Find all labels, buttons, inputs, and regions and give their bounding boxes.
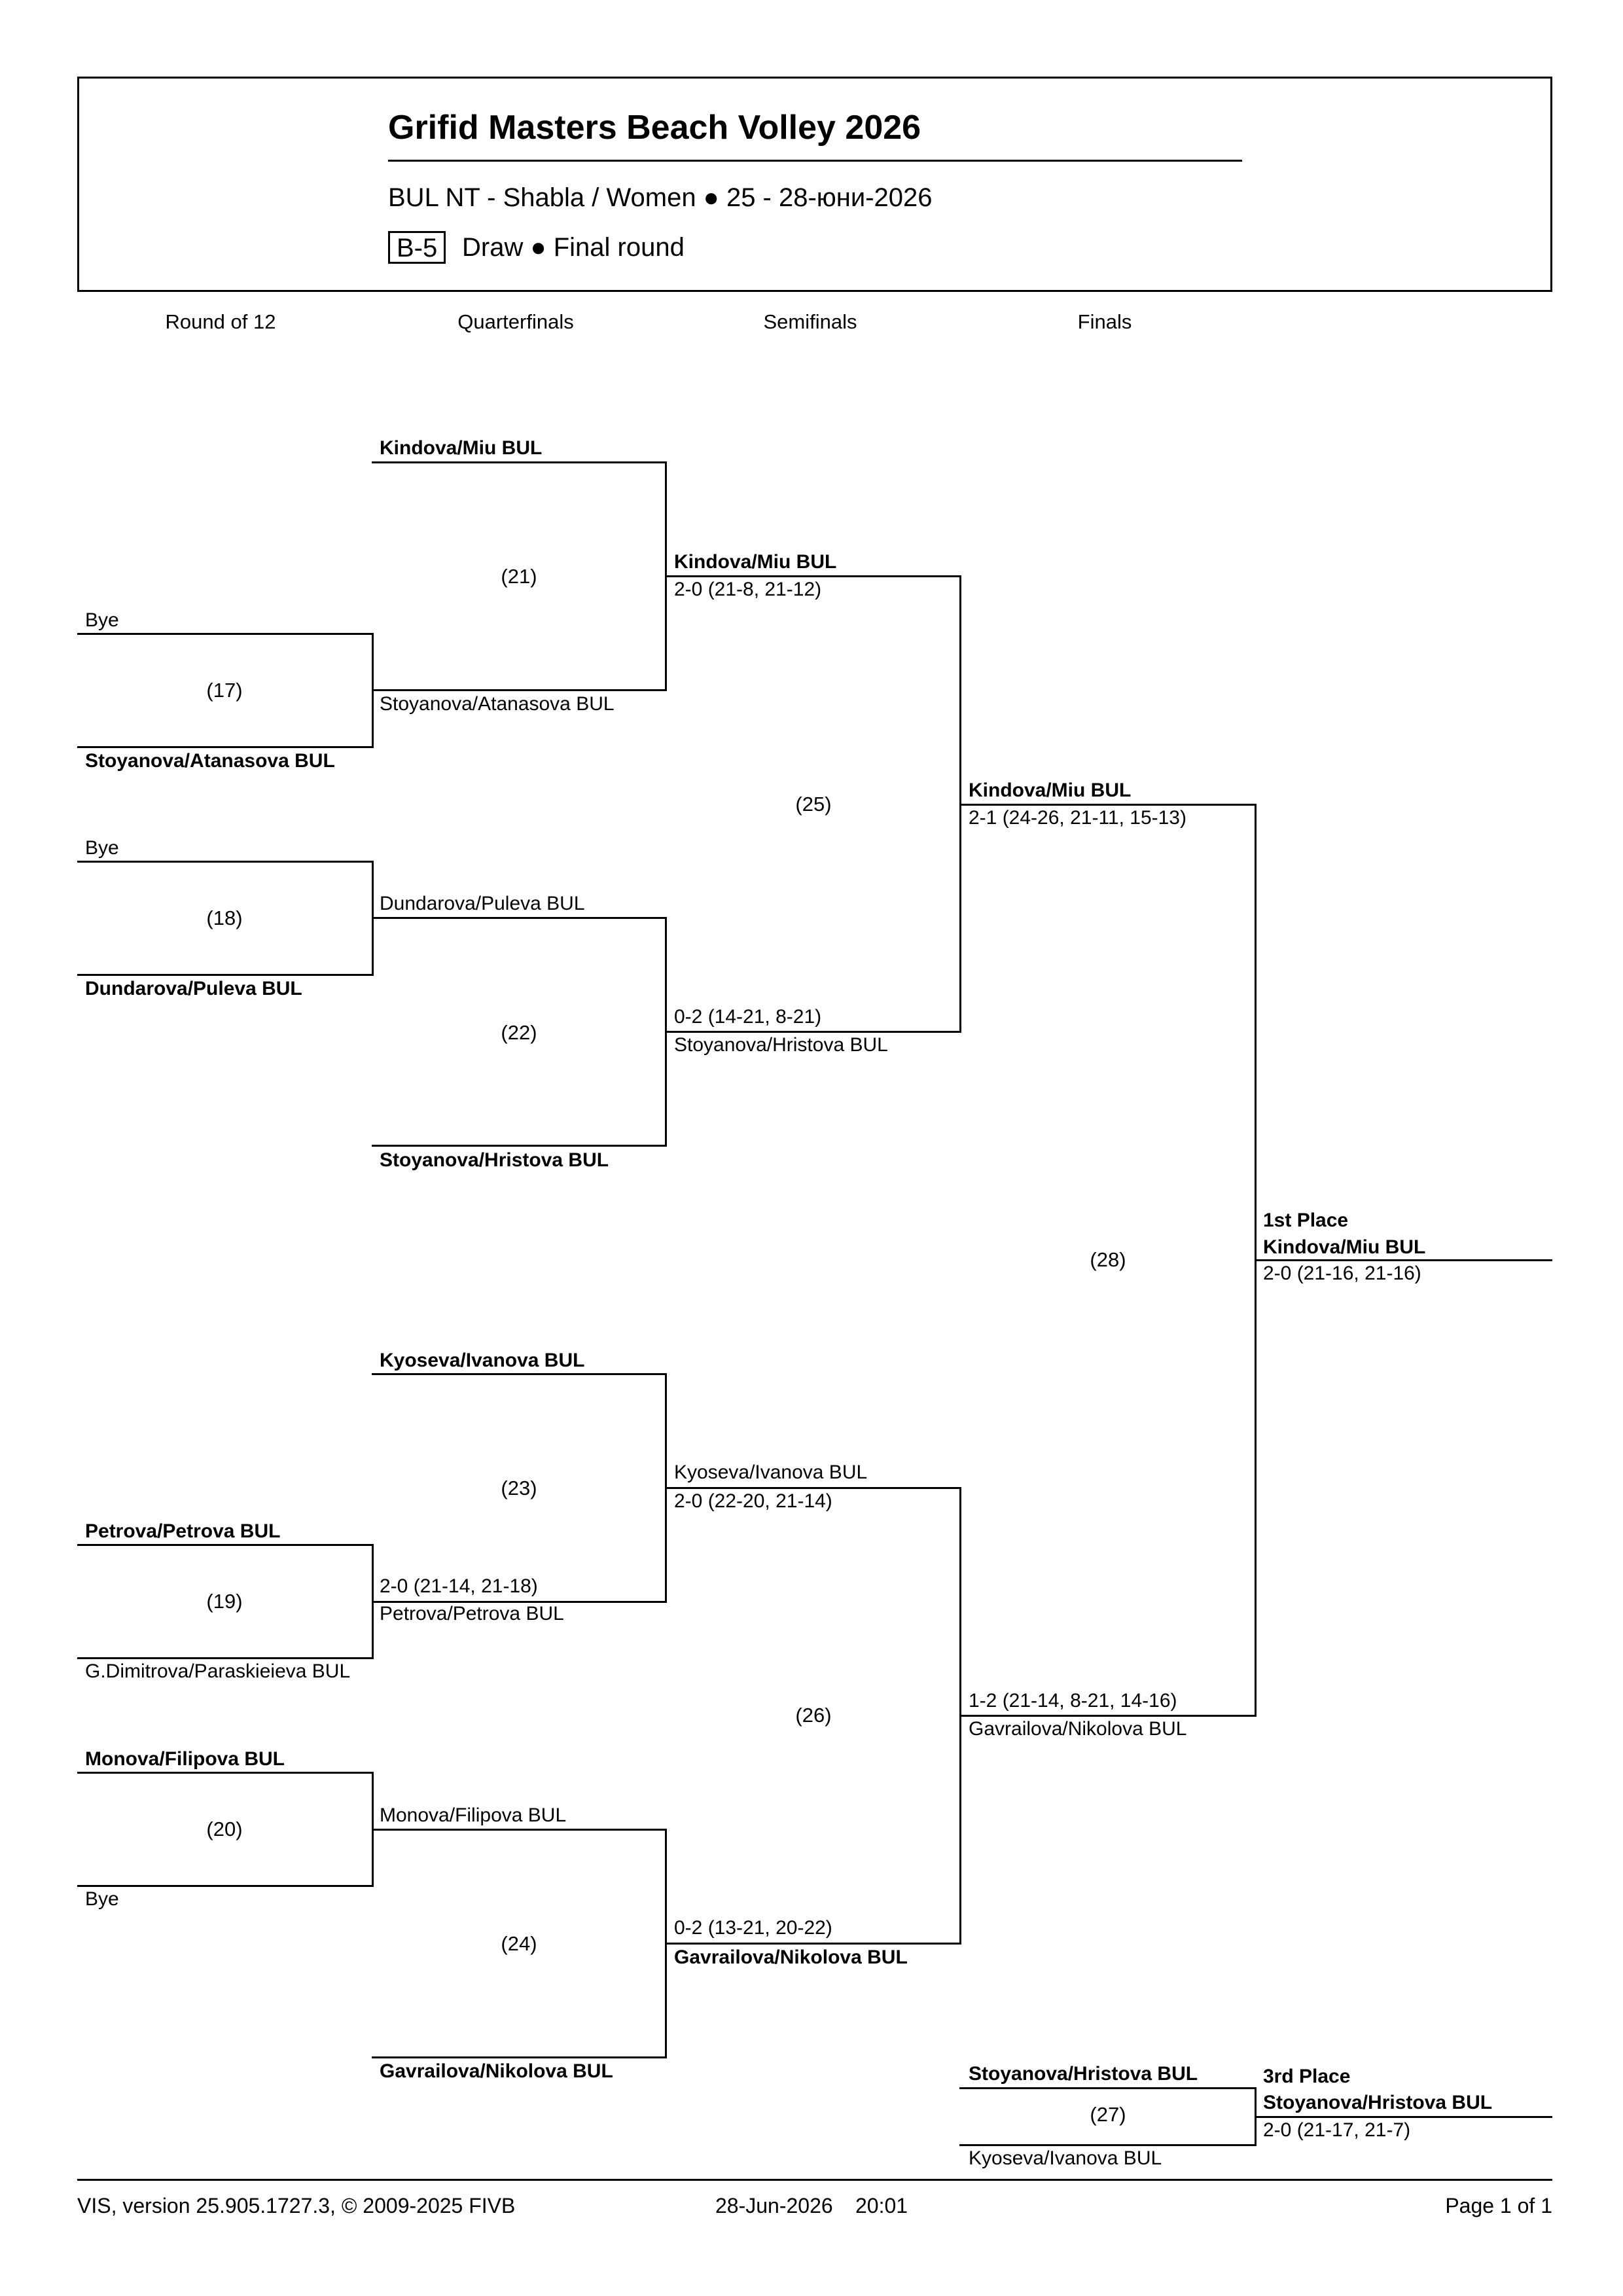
third-place-label: 3rd Place <box>1263 2066 1351 2087</box>
m19-bottom-team: G.Dimitrova/Paraskieieva BUL <box>85 1660 351 1682</box>
round-header-quarterfinals: Quarterfinals <box>457 310 574 333</box>
m20-bottom-team: Bye <box>85 1888 119 1910</box>
m20-bottom-line <box>77 1885 374 1887</box>
m21-top-team: Kindova/Miu BUL <box>380 437 543 459</box>
m24-bottom-team: Gavrailova/Nikolova BUL <box>380 2060 613 2082</box>
m24-bottom-line <box>372 2056 667 2058</box>
m21-bottom-line <box>372 689 667 691</box>
tournament-title: Grifid Masters Beach Volley 2026 <box>388 109 921 147</box>
m27-bottom-team: Kyoseva/Ivanova BUL <box>969 2147 1162 2169</box>
m21-top-line <box>372 461 667 463</box>
m18-top-team: Bye <box>85 837 119 859</box>
footer-page: Page 1 of 1 <box>1445 2194 1552 2217</box>
m18-number: (18) <box>206 906 243 929</box>
m18-top-line <box>77 861 374 863</box>
third-place-line <box>1255 2116 1552 2118</box>
m25-top-score: 2-0 (21-8, 21-12) <box>674 579 822 600</box>
m26-bottom-line <box>665 1943 961 1945</box>
m23-number: (23) <box>501 1477 537 1499</box>
m27-bottom-line <box>959 2144 1257 2146</box>
m27-top-line <box>959 2087 1257 2089</box>
m28-bottom-line <box>959 1715 1257 1717</box>
m17-bottom-line <box>77 746 374 748</box>
m28-bottom-score: 1-2 (21-14, 8-21, 14-16) <box>969 1690 1177 1712</box>
m27-number: (27) <box>1090 2103 1126 2126</box>
m26-top-score: 2-0 (22-20, 21-14) <box>674 1490 832 1512</box>
m24-top-line <box>372 1829 667 1831</box>
m25-top-team: Kindova/Miu BUL <box>674 551 837 573</box>
m20-number: (20) <box>206 1818 243 1840</box>
draw-code-badge: B-5 <box>388 231 446 264</box>
m25-number: (25) <box>795 793 832 816</box>
m23-bottom-team: Petrova/Petrova BUL <box>380 1603 564 1624</box>
header-box <box>77 77 1552 292</box>
first-place-score: 2-0 (21-16, 21-16) <box>1263 1263 1421 1284</box>
m19-number: (19) <box>206 1590 243 1613</box>
m28-number: (28) <box>1090 1248 1126 1271</box>
m25-bottom-score: 0-2 (14-21, 8-21) <box>674 1006 822 1028</box>
m20-top-line <box>77 1772 374 1774</box>
m21-number: (21) <box>501 565 537 588</box>
footer-time: 20:01 <box>855 2194 908 2217</box>
m17-number: (17) <box>206 679 243 702</box>
m20-top-team: Monova/Filipova BUL <box>85 1748 285 1770</box>
m22-bottom-team: Stoyanova/Hristova BUL <box>380 1149 609 1171</box>
m24-top-team: Monova/Filipova BUL <box>380 1804 567 1826</box>
round-header-round-of-12: Round of 12 <box>165 310 276 333</box>
m28-bottom-team: Gavrailova/Nikolova BUL <box>969 1718 1187 1740</box>
m23-top-line <box>372 1373 667 1375</box>
first-place-team: Kindova/Miu BUL <box>1263 1236 1426 1258</box>
third-place-team: Stoyanova/Hristova BUL <box>1263 2092 1493 2113</box>
tournament-subtitle: BUL NT - Shabla / Women ● 25 - 28-юни-20… <box>388 183 933 212</box>
m28-top-score: 2-1 (24-26, 21-11, 15-13) <box>969 807 1186 829</box>
m27-top-team: Stoyanova/Hristova BUL <box>969 2063 1198 2085</box>
m19-bottom-line <box>77 1657 374 1659</box>
m23-score: 2-0 (21-14, 21-18) <box>380 1575 538 1597</box>
m25-bottom-line <box>665 1031 961 1033</box>
m25-bottom-team: Stoyanova/Hristova BUL <box>674 1034 888 1056</box>
m22-top-line <box>372 917 667 919</box>
footer-rule <box>77 2179 1552 2181</box>
first-place-line <box>1255 1259 1552 1261</box>
m17-top-line <box>77 633 374 635</box>
footer-version: VIS, version 25.905.1727.3, © 2009-2025 … <box>77 2194 516 2217</box>
third-place-score: 2-0 (21-17, 21-7) <box>1263 2119 1411 2141</box>
m23-bottom-line <box>372 1601 667 1603</box>
footer-date: 28-Jun-2026 <box>715 2194 833 2217</box>
m26-bottom-team: Gavrailova/Nikolova BUL <box>674 1946 908 1968</box>
m22-top-team: Dundarova/Puleva BUL <box>380 893 585 914</box>
m28-top-team: Kindova/Miu BUL <box>969 780 1132 801</box>
m18-bottom-team: Dundarova/Puleva BUL <box>85 978 302 999</box>
m17-bottom-team: Stoyanova/Atanasova BUL <box>85 750 335 772</box>
m17-top-team: Bye <box>85 609 119 631</box>
round-header-finals: Finals <box>1077 310 1132 333</box>
m23-top-team: Kyoseva/Ivanova BUL <box>380 1350 585 1371</box>
m25-top-line <box>665 575 961 577</box>
m21-bottom-team: Stoyanova/Atanasova BUL <box>380 693 615 715</box>
first-place-label: 1st Place <box>1263 1210 1349 1231</box>
m26-top-line <box>665 1487 961 1489</box>
m22-bottom-line <box>372 1145 667 1147</box>
m26-number: (26) <box>795 1704 832 1727</box>
title-underline <box>388 160 1242 162</box>
m24-number: (24) <box>501 1932 537 1955</box>
draw-phase: Draw ● Final round <box>462 233 685 262</box>
m19-top-line <box>77 1544 374 1546</box>
m26-bottom-score: 0-2 (13-21, 20-22) <box>674 1917 832 1939</box>
m28-top-line <box>959 804 1257 806</box>
m22-number: (22) <box>501 1021 537 1044</box>
round-header-semifinals: Semifinals <box>763 310 857 333</box>
m18-bottom-line <box>77 974 374 976</box>
m19-top-team: Petrova/Petrova BUL <box>85 1520 281 1542</box>
m26-top-team: Kyoseva/Ivanova BUL <box>674 1462 868 1483</box>
